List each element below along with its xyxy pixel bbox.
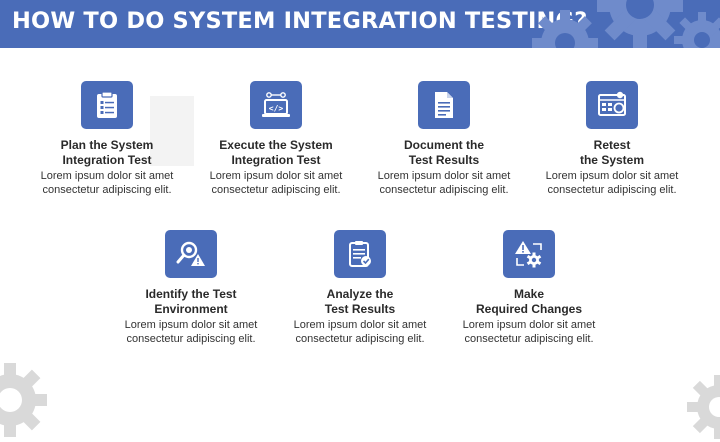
- step-description: Lorem ipsum dolor sit amet consectetur a…: [198, 169, 354, 197]
- step-desc-line: consectetur adipiscing elit.: [126, 333, 256, 345]
- laptop-code-icon: </>: [250, 81, 302, 129]
- step-title: Analyze the Test Results: [282, 287, 438, 316]
- page-title: HOW TO DO SYSTEM INTEGRATION TESTING?: [12, 8, 588, 34]
- step-title: Make Required Changes: [451, 287, 607, 316]
- step-title-line: Integration Test: [231, 152, 321, 167]
- step-description: Lorem ipsum dolor sit amet consectetur a…: [366, 169, 522, 197]
- gear-icon: [687, 375, 720, 439]
- step-description: Lorem ipsum dolor sit amet consectetur a…: [451, 318, 607, 346]
- step-title-line: Retest: [593, 138, 631, 152]
- step-title-line: Environment: [154, 301, 228, 316]
- step-make-changes: Make Required Changes Lorem ipsum dolor …: [451, 230, 607, 346]
- step-title: Document the Test Results: [366, 138, 522, 167]
- gear-icon: [674, 12, 720, 48]
- step-title-line: Make: [513, 287, 545, 301]
- checklist-icon: [81, 81, 133, 129]
- step-title-line: Test Results: [408, 152, 480, 167]
- step-title-line: Plan the System: [60, 138, 154, 152]
- step-analyze: Analyze the Test Results Lorem ipsum dol…: [282, 230, 438, 346]
- step-description: Lorem ipsum dolor sit amet consectetur a…: [113, 318, 269, 346]
- step-document: Document the Test Results Lorem ipsum do…: [366, 81, 522, 197]
- gear-icon: [597, 0, 683, 48]
- clipboard-check-icon: [334, 230, 386, 278]
- magnifier-warning-icon: [165, 230, 217, 278]
- step-desc-line: Lorem ipsum dolor sit amet: [462, 319, 596, 331]
- step-desc-line: Lorem ipsum dolor sit amet: [377, 170, 511, 182]
- step-desc-line: consectetur adipiscing elit.: [464, 333, 594, 345]
- step-title-line: Required Changes: [475, 301, 583, 316]
- background-watermark: [150, 96, 194, 166]
- svg-text:</>: </>: [269, 104, 284, 113]
- step-retest: Retest the System Lorem ipsum dolor sit …: [534, 81, 690, 197]
- step-title-line: Identify the Test: [145, 287, 237, 301]
- step-title: Identify the Test Environment: [113, 287, 269, 316]
- step-plan: Plan the System Integration Test Lorem i…: [29, 81, 185, 197]
- gear-icon: [0, 363, 47, 437]
- step-identify: Identify the Test Environment Lorem ipsu…: [113, 230, 269, 346]
- step-desc-line: Lorem ipsum dolor sit amet: [209, 170, 343, 182]
- document-icon: [418, 81, 470, 129]
- step-desc-line: Lorem ipsum dolor sit amet: [124, 319, 258, 331]
- step-title-line: Document the: [403, 138, 484, 152]
- warning-gear-icon: [503, 230, 555, 278]
- step-desc-line: Lorem ipsum dolor sit amet: [293, 319, 427, 331]
- step-desc-line: consectetur adipiscing elit.: [211, 184, 341, 196]
- step-title-line: Execute the System: [219, 138, 333, 152]
- step-desc-line: consectetur adipiscing elit.: [379, 184, 509, 196]
- step-description: Lorem ipsum dolor sit amet consectetur a…: [282, 318, 438, 346]
- header-banner: HOW TO DO SYSTEM INTEGRATION TESTING?: [0, 0, 720, 48]
- step-desc-line: consectetur adipiscing elit.: [42, 184, 172, 196]
- step-execute: </> Execute the System Integration Test …: [198, 81, 354, 197]
- step-description: Lorem ipsum dolor sit amet consectetur a…: [534, 169, 690, 197]
- step-title-line: the System: [579, 152, 645, 167]
- step-title-line: Analyze the: [326, 287, 394, 301]
- system-retest-icon: [586, 81, 638, 129]
- gear-icon: [532, 10, 598, 48]
- step-title: Execute the System Integration Test: [198, 138, 354, 167]
- step-desc-line: Lorem ipsum dolor sit amet: [40, 170, 174, 182]
- step-title-line: Test Results: [324, 301, 396, 316]
- step-desc-line: Lorem ipsum dolor sit amet: [545, 170, 679, 182]
- step-desc-line: consectetur adipiscing elit.: [547, 184, 677, 196]
- step-desc-line: consectetur adipiscing elit.: [295, 333, 425, 345]
- step-title: Retest the System: [534, 138, 690, 167]
- step-description: Lorem ipsum dolor sit amet consectetur a…: [29, 169, 185, 197]
- step-title-line: Integration Test: [62, 152, 152, 167]
- step-title: Plan the System Integration Test: [29, 138, 185, 167]
